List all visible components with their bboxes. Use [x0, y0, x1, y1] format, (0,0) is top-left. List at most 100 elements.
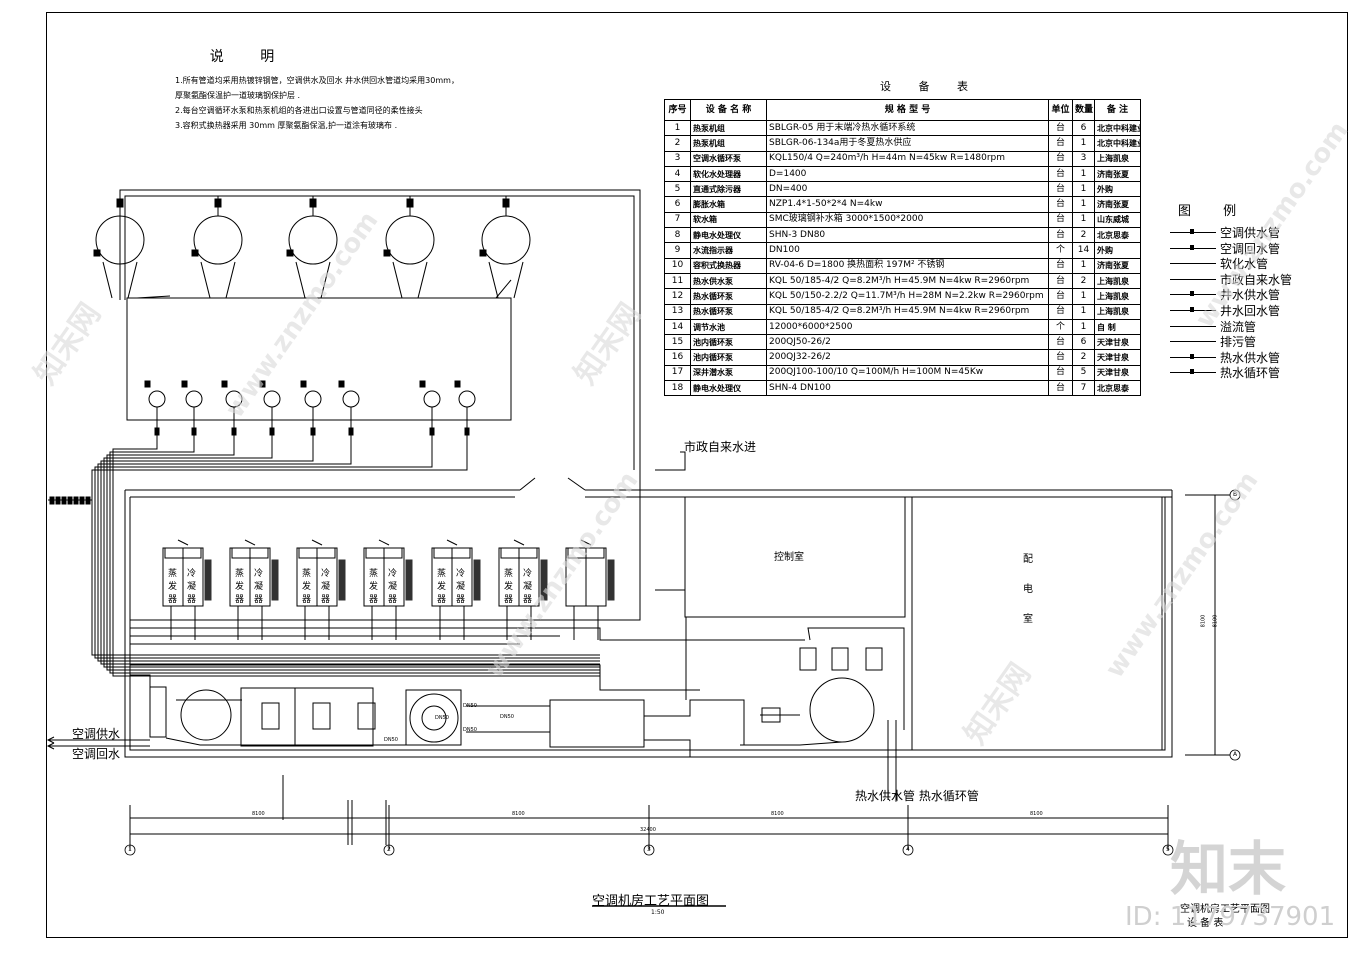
condenser-label: 冷: [187, 567, 196, 579]
pipe-size-label: DN50: [463, 703, 477, 709]
cooling-unit: [193, 215, 243, 265]
chiller-row: 蒸冷发凝器器蒸冷发凝器器蒸冷发凝器器蒸冷发凝器器蒸冷发凝器器蒸冷发凝器器: [162, 539, 615, 640]
legend-symbol: [1190, 353, 1194, 359]
pipe-size-label: DN50: [384, 737, 398, 743]
unit-pipe: [102, 261, 113, 299]
chiller-pump: [607, 559, 615, 601]
legend-line-swatch: [1170, 278, 1216, 280]
legend-item: 热水循环管: [1170, 364, 1350, 381]
chiller-head: [433, 547, 471, 559]
expansion-tank: [405, 689, 462, 746]
pipe-size-label: DN50: [500, 714, 514, 720]
cooling-header-pipes: [119, 189, 641, 470]
legend-item: 空调供水管: [1170, 224, 1350, 240]
legend-line-swatch: [1170, 263, 1216, 265]
axis-label: 3: [647, 846, 651, 853]
cooling-unit: [385, 215, 435, 265]
legend-label: 热水循环管: [1220, 366, 1281, 381]
condenser-label: 凝: [388, 581, 397, 592]
valve: [454, 380, 461, 388]
axis-label: 2: [387, 846, 391, 853]
cooling-unit: [481, 215, 531, 265]
valve: [116, 198, 124, 208]
heat-exchanger: [809, 677, 875, 743]
bundle-pipe: [106, 440, 600, 671]
header-pipe: [130, 664, 700, 691]
evaporator-label: 发: [168, 580, 177, 592]
drawing-scale: 1:50: [651, 909, 665, 916]
legend-symbol: [1190, 229, 1194, 234]
leader: [378, 539, 390, 546]
equipment-table-title: 设 备 表: [880, 80, 980, 93]
chiller-pump: [338, 559, 346, 601]
condenser-label: 器: [187, 594, 196, 605]
valve: [309, 198, 317, 208]
note-line: 1.所有管道均采用热镀锌钢管，空调供水及回水 井水供回水管道均采用30mm，: [175, 76, 459, 85]
legend-label: 空调供水管: [1220, 226, 1281, 240]
condenser-label: 冷: [254, 567, 263, 579]
condenser-label: 器: [254, 594, 263, 605]
condenser-label: 器: [456, 594, 465, 605]
evaporator-label: 发: [302, 580, 311, 592]
valve: [231, 427, 237, 436]
dimension-label: 8100: [1030, 811, 1043, 817]
title-block-line2: 设 备 表: [1187, 918, 1224, 929]
evaporator-label: 器: [168, 594, 177, 605]
dimension-label: 8100: [252, 811, 265, 817]
evaporator-label: 器: [302, 594, 311, 605]
ac-supply-return-lines: [46, 736, 150, 750]
valve: [55, 496, 61, 505]
ac-return-label: 空调回水: [72, 747, 121, 761]
chiller-head: [231, 547, 269, 559]
chiller-head: [298, 547, 336, 559]
municipal-water-label: 市政自来水进: [684, 440, 757, 454]
leader: [446, 539, 458, 546]
valve: [85, 496, 91, 505]
valve: [383, 249, 391, 257]
leader: [244, 539, 256, 546]
legend-label: 软化水管: [1220, 257, 1269, 272]
legend-label: 空调回水管: [1220, 241, 1281, 256]
pool-pump: [148, 390, 166, 408]
legend-symbol: [1190, 244, 1194, 250]
valve: [479, 249, 487, 257]
valve: [191, 427, 197, 436]
pool-pump: [185, 390, 203, 408]
note-line: 2.每台空调循环水泵和热泵机组的各进出口设置与管道同径的柔性接头: [175, 106, 423, 115]
chiller-pump: [405, 559, 413, 601]
legend-item: 软化水管: [1170, 255, 1350, 272]
pipe-bundle: [48, 440, 600, 677]
pool-pump: [458, 390, 476, 408]
drawing-title: 空调机房工艺平面图: [592, 894, 710, 909]
valve: [348, 427, 354, 436]
valve: [191, 249, 199, 257]
machine-room-walls: [124, 477, 1173, 758]
evaporator-label: 发: [235, 580, 244, 592]
note-line: 3.容积式换热器采用 30mm 厚聚氨酯保温,护一道涂有玻璃布 .: [175, 121, 398, 130]
evaporator-label: 发: [369, 580, 378, 592]
evaporator-label: 器: [369, 594, 378, 605]
axis-label: 4: [906, 846, 910, 853]
axis-label: 1: [128, 846, 132, 853]
dimension-total-label: 32400: [640, 827, 656, 833]
legend-label: 市政自来水管: [1220, 272, 1293, 287]
valve: [73, 496, 79, 505]
legend-label: 井水供水管: [1220, 288, 1281, 303]
evaporator-label: 发: [504, 580, 513, 592]
unit-pipe: [295, 261, 306, 299]
notes-title: 说 明: [209, 49, 291, 65]
bundle-pipe: [100, 440, 600, 665]
legend-label: 热水供水管: [1220, 350, 1281, 365]
chiller-pump: [540, 559, 548, 601]
control-room: [684, 496, 906, 618]
legend-label: 溢流管: [1220, 319, 1257, 334]
chiller-pump: [271, 559, 279, 601]
legend-item: 井水供水管: [1170, 286, 1350, 303]
